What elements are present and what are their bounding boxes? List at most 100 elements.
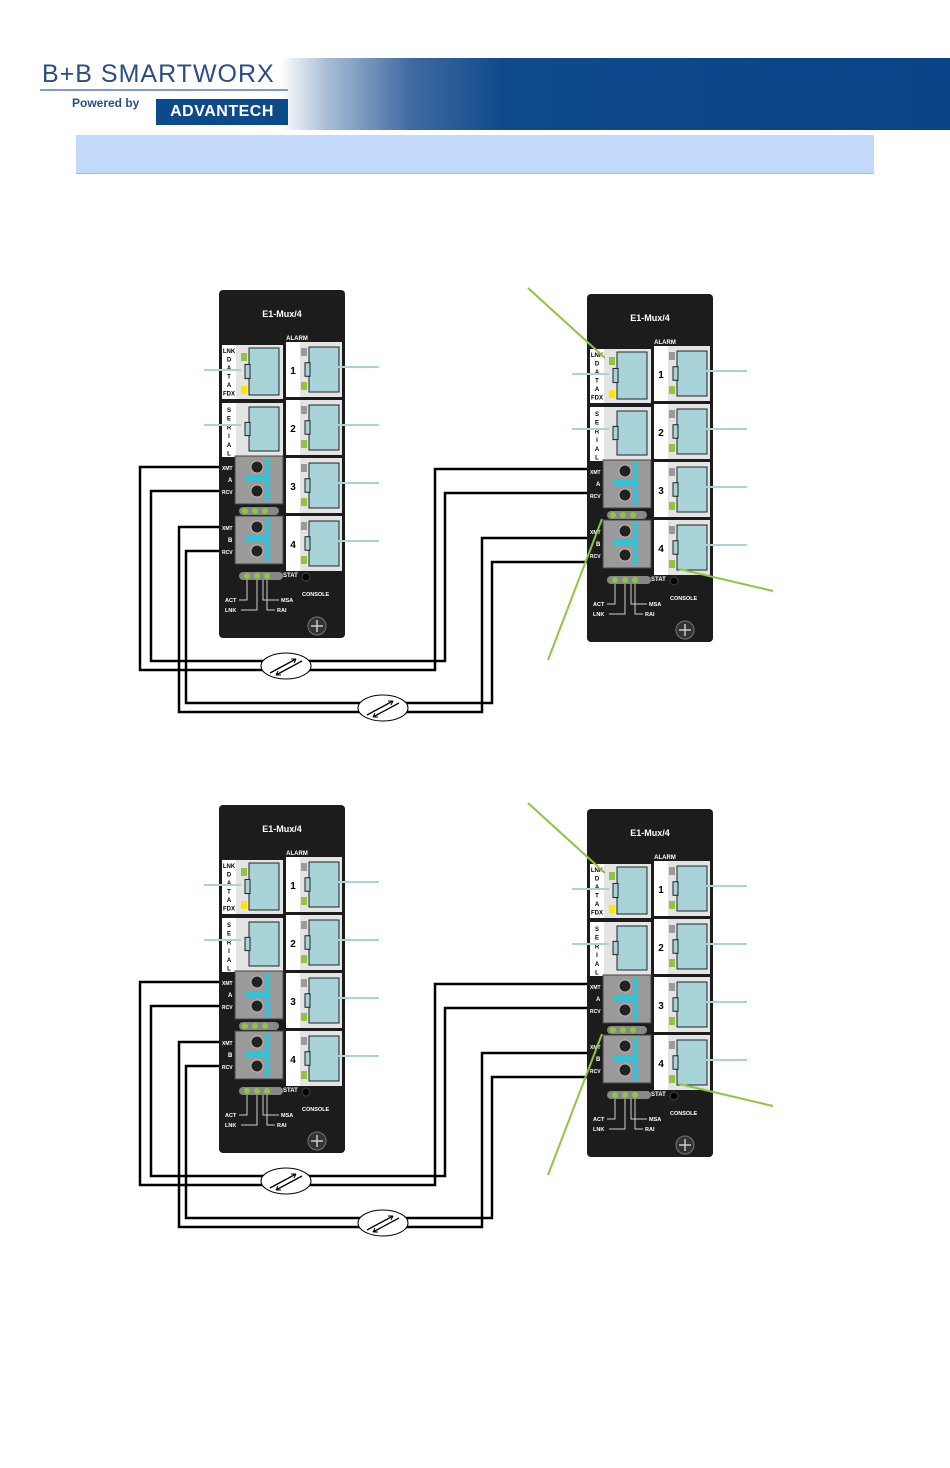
console-label: CONSOLE <box>670 596 698 602</box>
device-name: E1-Mux/4 <box>262 309 302 319</box>
e1-port-number-bg <box>654 977 668 1032</box>
link-arrowhead <box>388 700 394 706</box>
e1-port-led-top <box>301 979 307 987</box>
e1-port-led-top <box>301 464 307 472</box>
led-strip-top <box>607 511 647 519</box>
stat-label: STAT <box>651 1092 666 1098</box>
e1-port-number-2: 2 <box>290 939 296 950</box>
status-led <box>620 512 626 518</box>
data-label-char: LNK <box>223 864 236 870</box>
act-label: ACT <box>593 1117 605 1123</box>
e1-port-4-latch <box>304 536 311 551</box>
fiber-b-label: B <box>228 1053 233 1059</box>
fiber-cable-a-xmt <box>138 465 612 672</box>
link-arrow <box>275 1175 303 1191</box>
serial-label-char: E <box>595 421 599 427</box>
fiber-b-label: B <box>596 1057 601 1063</box>
e1-port-4 <box>308 1035 340 1082</box>
advantech-logo: ADVANTECH <box>156 99 288 125</box>
link-arrowhead <box>372 1227 378 1233</box>
status-led <box>632 577 638 583</box>
led-strip-top <box>239 507 279 515</box>
link-symbol <box>357 1209 409 1237</box>
serial-label-char: L <box>595 456 599 462</box>
e1-port-led-bottom <box>301 897 307 905</box>
link-arrowhead <box>275 1185 281 1191</box>
led-strip-bottom <box>239 572 283 580</box>
e1-port-2 <box>676 923 708 970</box>
serial-label-char: R <box>595 429 600 435</box>
lnk-led <box>609 357 615 365</box>
screw-slot <box>311 1135 323 1147</box>
data-label-char: LNK <box>591 353 604 359</box>
e1-port-number-2: 2 <box>658 943 664 954</box>
data-port-latch <box>244 878 251 895</box>
e1-port-2 <box>676 408 708 455</box>
e1-port-number-bg <box>286 915 300 970</box>
e1-port-led-top <box>669 983 675 991</box>
alarm-label: ALARM <box>654 340 676 346</box>
e1-port-number-bg <box>654 861 668 916</box>
data-label-char: T <box>595 894 599 900</box>
e1-port-1 <box>308 861 340 908</box>
status-led <box>610 512 616 518</box>
status-led <box>622 1092 628 1098</box>
serial-label-strip <box>222 403 236 457</box>
e1-port-3-latch <box>304 478 311 493</box>
e1-port-led-top <box>301 522 307 530</box>
title-bar <box>76 135 874 174</box>
serial-port-latch <box>244 421 251 437</box>
led-strip-top <box>607 1026 647 1034</box>
data-label-char: T <box>227 375 231 381</box>
console-label: CONSOLE <box>670 1111 698 1117</box>
e1-port-1 <box>676 350 708 397</box>
rcv-label: RCV <box>590 494 601 500</box>
serial-label-char: A <box>595 962 600 968</box>
status-led <box>252 508 258 514</box>
e1-port-number-4: 4 <box>290 1055 296 1066</box>
stat-label: STAT <box>283 573 298 579</box>
serial-label-char: A <box>227 443 232 449</box>
e1-port-led-bottom <box>301 556 307 564</box>
e1-port-number-3: 3 <box>658 1001 664 1012</box>
serial-label-char: E <box>227 932 231 938</box>
e1-port-led-top <box>301 863 307 871</box>
link-arrowhead <box>372 712 378 718</box>
serial-label-char: R <box>227 940 232 946</box>
e1-port-number-bg <box>286 516 300 571</box>
e1-port-led-bottom <box>669 560 675 568</box>
fiber-a-bar <box>245 991 267 997</box>
callout-lnk-led <box>527 802 606 874</box>
data-label-char: FDX <box>591 911 603 917</box>
serial-label-char: I <box>596 438 598 444</box>
fiber-a-xmt <box>618 979 632 993</box>
led-leader-lines <box>607 1099 647 1130</box>
serial-label-strip <box>222 918 236 972</box>
fiber-b-xmt <box>250 520 264 534</box>
e1-port-led-top <box>669 352 675 360</box>
e1-port-led-top <box>669 925 675 933</box>
serial-port-latch <box>612 940 619 956</box>
data-label-char: FDX <box>591 396 603 402</box>
stat-label: STAT <box>651 577 666 583</box>
fdx-led <box>241 386 247 394</box>
fiber-b-bar <box>245 1051 267 1057</box>
serial-label-char: L <box>595 971 599 977</box>
e1-port-number-1: 1 <box>290 881 296 892</box>
console-port <box>669 1091 679 1101</box>
fiber-b-xmt <box>250 1035 264 1049</box>
rcv-label: RCV <box>222 550 233 556</box>
e1-port-led-bottom <box>301 1013 307 1021</box>
alarm-label: ALARM <box>286 851 308 857</box>
e1-port-number-4: 4 <box>290 540 296 551</box>
e1-port-3 <box>308 462 340 509</box>
e1-port-4 <box>308 520 340 567</box>
link-arrowhead <box>291 658 297 664</box>
fiber-b-bar <box>245 536 267 542</box>
rcv-label: RCV <box>222 490 233 496</box>
data-label-char: D <box>227 358 232 364</box>
data-label-char: LNK <box>223 349 236 355</box>
rcv-label: RCV <box>590 1069 601 1075</box>
fiber-a-bar <box>245 476 267 482</box>
